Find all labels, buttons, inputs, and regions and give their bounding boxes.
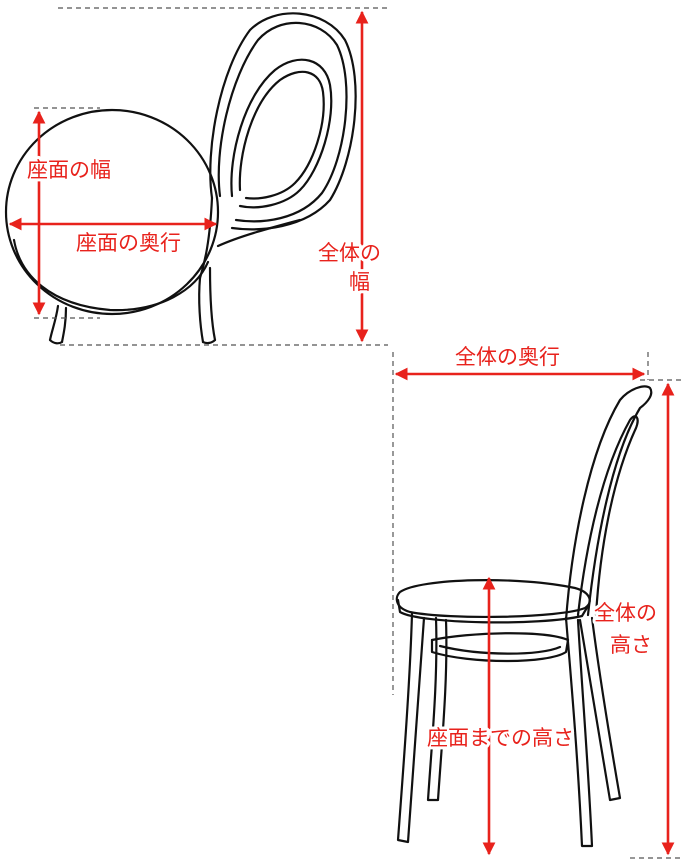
seat-width-label: 座面の幅 xyxy=(27,158,111,182)
top-view-guides xyxy=(34,7,388,346)
seat-depth-label-halo: 座面の奥行 xyxy=(76,231,181,255)
overall-width-label-line1-halo: 全体の xyxy=(318,241,381,265)
overall-height-label-line1-halo: 全体の xyxy=(594,601,657,625)
overall-height-label-line1: 全体の xyxy=(594,601,657,625)
overall-width-label-line2-halo: 幅 xyxy=(349,270,370,294)
seat-height-label: 座面までの高さ xyxy=(427,726,574,750)
seat-width-label-halo: 座面の幅 xyxy=(27,158,111,182)
seat-height-label-halo: 座面までの高さ xyxy=(427,726,574,750)
overall-width-label-line2: 幅 xyxy=(349,270,370,294)
top-view-chair xyxy=(4,12,357,345)
overall-height-label-line2-halo: 高さ xyxy=(610,633,652,657)
overall-depth-label: 全体の奥行 xyxy=(455,345,560,369)
overall-width-label-line1: 全体の xyxy=(318,241,381,265)
side-view-guides xyxy=(392,352,684,859)
seat-depth-label: 座面の奥行 xyxy=(76,231,181,255)
overall-height-label-line2: 高さ xyxy=(610,633,652,657)
side-view-chair xyxy=(395,385,653,848)
